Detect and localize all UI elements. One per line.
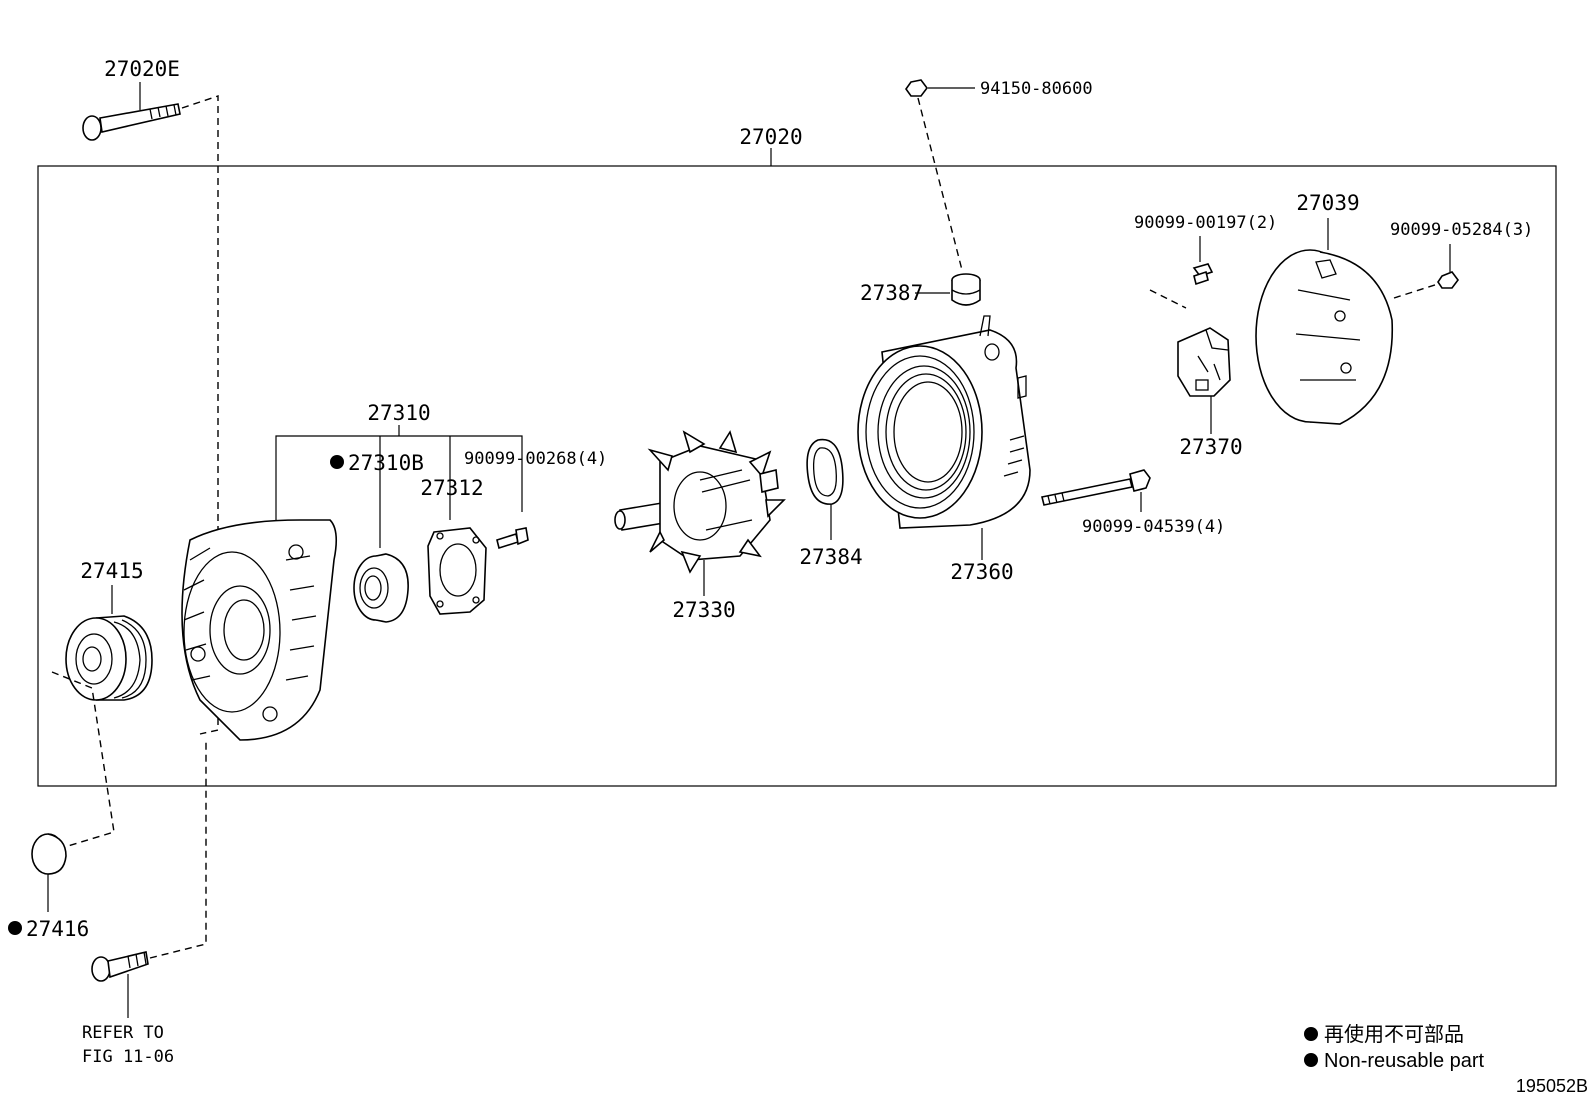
bolt-refer-fig (91, 951, 149, 982)
rear-frame-27360 (857, 315, 1031, 529)
assembly-group-box (37, 165, 1557, 787)
label-90099-05284: 90099-05284(3) (1390, 220, 1533, 240)
rotor-27330 (614, 430, 786, 574)
nonreusable-mark-27310b (330, 455, 344, 469)
label-27310b: 27310B (348, 451, 424, 475)
screw-90099-00197 (1192, 263, 1214, 286)
label-94150-80600: 94150-80600 (980, 79, 1093, 99)
label-27310: 27310 (367, 401, 430, 425)
label-90099-00197: 90099-00197(2) (1134, 213, 1277, 233)
rear-cover-27039 (1255, 249, 1394, 425)
label-27384: 27384 (799, 545, 862, 569)
label-27415: 27415 (80, 559, 143, 583)
legend-mark-1 (1304, 1027, 1318, 1041)
plate-27312 (427, 527, 487, 615)
cap-27416 (31, 833, 67, 875)
legend-jp: 再使用不可部品 (1324, 1023, 1464, 1046)
grommet-27387 (951, 273, 981, 306)
refer-line-1: REFER TO (82, 1023, 164, 1043)
legend-mark-2 (1304, 1053, 1318, 1067)
nonreusable-mark-27416 (8, 921, 22, 935)
label-27360: 27360 (950, 560, 1013, 584)
group-label: 27020 (739, 125, 802, 149)
seal-27384 (806, 438, 844, 505)
refer-line-2: FIG 11-06 (82, 1047, 174, 1067)
label-27312: 27312 (420, 476, 483, 500)
pulley-27415 (65, 615, 153, 701)
nut-90099-05284 (1437, 271, 1459, 289)
label-27387: 27387 (860, 281, 923, 305)
bolt-27020e (82, 103, 181, 141)
drive-end-frame (181, 519, 338, 741)
brush-holder-27370 (1177, 327, 1231, 397)
legend-en: Non-reusable part (1324, 1050, 1485, 1072)
bearing-27310b (353, 553, 409, 623)
nut-94150-80600 (905, 79, 928, 97)
label-27020e: 27020E (104, 57, 180, 81)
label-27039: 27039 (1296, 191, 1359, 215)
screw-90099-00268 (496, 527, 529, 550)
bolt-90099-04539 (1041, 469, 1151, 506)
label-27330: 27330 (672, 598, 735, 622)
label-27370: 27370 (1179, 435, 1242, 459)
label-27416: 27416 (26, 917, 89, 941)
label-90099-04539: 90099-04539(4) (1082, 517, 1225, 537)
diagram-id: 195052B (1516, 1076, 1588, 1096)
label-90099-00268: 90099-00268(4) (464, 449, 607, 469)
